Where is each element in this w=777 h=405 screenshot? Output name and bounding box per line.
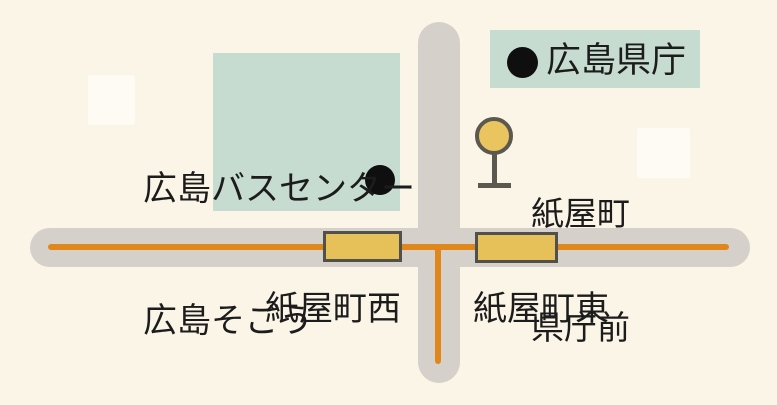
- tram-line-vertical: [435, 247, 441, 364]
- tram-stop-marker-east: [475, 232, 558, 263]
- label-bus-stop: 紙屋町 県庁前: [531, 119, 630, 405]
- bus-stop-icon: [475, 117, 513, 155]
- label-tram-stop-east: 紙屋町東: [473, 290, 609, 328]
- label-bus-center-line1: 広島バスセンター: [143, 170, 415, 208]
- label-bus-stop-line2: 県庁前: [531, 309, 630, 346]
- label-prefectural-office: 広島県庁: [546, 41, 687, 80]
- label-tram-stop-west: 紙屋町西: [265, 290, 401, 328]
- location-marker-icon: [507, 47, 538, 78]
- location-marker-icon: [365, 165, 395, 195]
- white-patch: [637, 128, 690, 178]
- bus-stop-icon-base: [478, 183, 511, 188]
- label-bus-center: 広島バスセンター 広島そごう: [143, 79, 415, 405]
- bus-stop-icon-stem: [492, 153, 497, 184]
- white-patch: [88, 75, 135, 125]
- label-bus-stop-line1: 紙屋町: [531, 195, 630, 232]
- label-bus-center-line2: 広島そごう: [143, 302, 313, 340]
- tram-stop-marker-west: [323, 231, 402, 262]
